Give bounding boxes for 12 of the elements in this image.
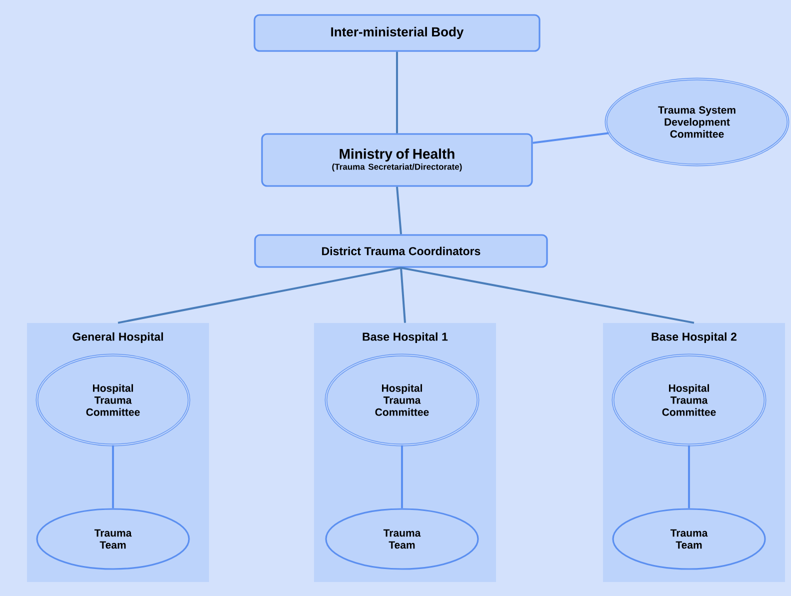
connector-line	[400, 266, 694, 324]
connector-line	[688, 445, 690, 508]
connector-line	[400, 268, 406, 323]
connector-line	[396, 52, 398, 134]
connector-line	[396, 186, 402, 234]
connector-line	[532, 132, 609, 144]
org-box: Inter-ministerial Body	[254, 14, 540, 52]
connector-line	[118, 266, 402, 324]
connector-line	[401, 445, 403, 508]
connector-line	[112, 445, 114, 508]
org-box: Ministry of Health (Trauma Secretariat/Directorate)	[261, 133, 533, 187]
org-box: District Trauma Coordinators	[254, 234, 548, 268]
